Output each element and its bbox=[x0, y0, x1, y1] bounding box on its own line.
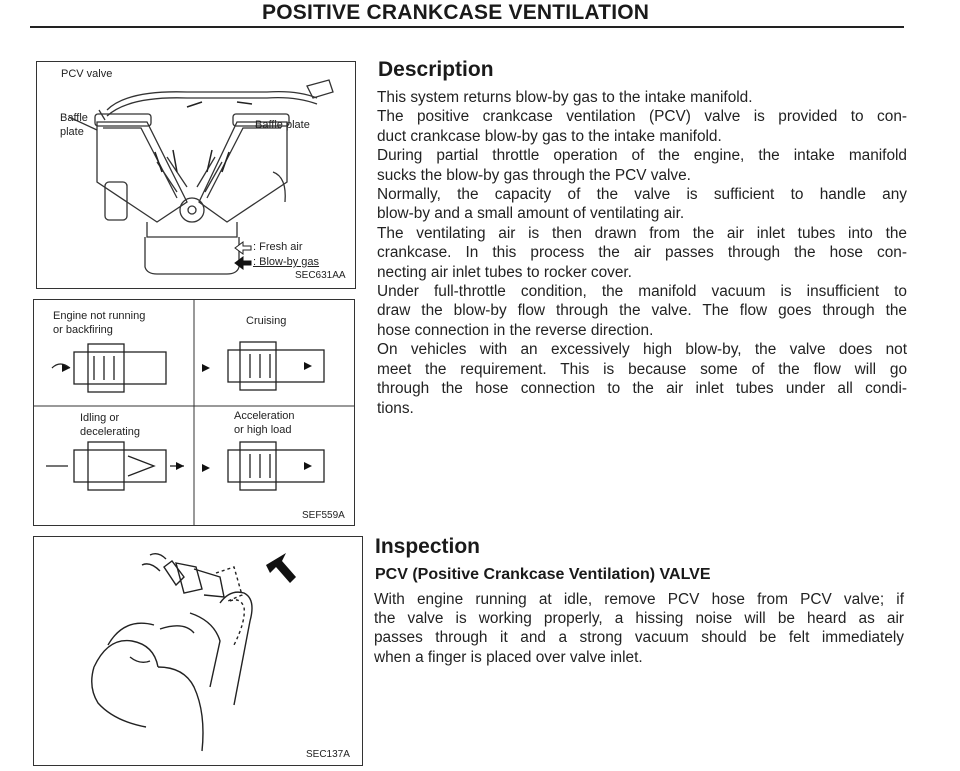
valve-states-drawing bbox=[34, 300, 354, 525]
inspection-subheading: PCV (Positive Crankcase Ventilation) VAL… bbox=[375, 566, 711, 583]
figure-code: SEF559A bbox=[302, 510, 345, 521]
hand-drawing bbox=[91, 552, 296, 752]
label-engine-not-running: Engine not running bbox=[53, 310, 146, 322]
label-pcv-valve: PCV valve bbox=[61, 68, 113, 80]
text-line: The positive crankcase ventilation (PCV)… bbox=[377, 108, 907, 126]
label-idling: Idling or bbox=[80, 412, 120, 424]
label-baffle-plate-right: Baffle plate bbox=[255, 119, 310, 131]
legend-fresh-air: : Fresh air bbox=[253, 241, 303, 253]
inspection-heading: Inspection bbox=[375, 535, 481, 558]
text-line: tions. bbox=[377, 399, 414, 417]
label-baffle-plate-left-2: plate bbox=[60, 126, 84, 138]
text-line: sucks the blow-by gas through the PCV va… bbox=[377, 166, 691, 184]
engine-figure: PCV valve Baffle plate Baffle plate : Fr… bbox=[36, 61, 356, 289]
text-line: The ventilating air is then drawn from t… bbox=[377, 224, 907, 242]
text-line: This system returns blow-by gas to the i… bbox=[377, 89, 753, 106]
label-idling-2: decelerating bbox=[80, 426, 140, 438]
pcv-valve-states-figure: Engine not running or backfiring Cruisin… bbox=[33, 299, 355, 526]
text-line: passes through it and a strong vacuum sh… bbox=[374, 629, 904, 647]
title-rule bbox=[30, 26, 904, 28]
label-cruising: Cruising bbox=[246, 315, 287, 327]
label-acceleration: Acceleration bbox=[234, 410, 295, 422]
inspection-figure: SEC137A bbox=[33, 536, 363, 766]
page-title: POSITIVE CRANKCASE VENTILATION bbox=[262, 1, 650, 24]
text-line: Under full-throttle condition, the manif… bbox=[377, 283, 907, 301]
text-line: when a finger is placed over valve inlet… bbox=[374, 648, 643, 666]
text-line: With engine running at idle, remove PCV … bbox=[374, 591, 904, 608]
figure-code: SEC137A bbox=[306, 749, 350, 760]
text-line: hose connection in the reverse direction… bbox=[377, 321, 654, 339]
text-line: meet the requirement. This is because so… bbox=[377, 360, 907, 378]
text-line: draw the blow-by flow through the valve.… bbox=[377, 302, 907, 320]
text-line: through the hose connection to the air i… bbox=[377, 380, 907, 398]
label-engine-not-running-2: or backfiring bbox=[53, 324, 113, 336]
label-baffle-plate-left: Baffle bbox=[60, 112, 88, 124]
text-line: Normally, the capacity of the valve is s… bbox=[377, 186, 907, 204]
text-line: During partial throttle operation of the… bbox=[377, 147, 907, 165]
legend-blow-by-gas: : Blow-by gas bbox=[253, 256, 320, 268]
inspection-text: With engine running at idle, remove PCV … bbox=[374, 590, 904, 667]
text-line: the valve is working properly, a hissing… bbox=[374, 610, 904, 628]
description-text: This system returns blow-by gas to the i… bbox=[377, 88, 907, 418]
description-heading: Description bbox=[378, 58, 494, 81]
text-line: On vehicles with an excessively high blo… bbox=[377, 341, 907, 359]
label-acceleration-2: or high load bbox=[234, 424, 292, 436]
engine-drawing bbox=[68, 79, 334, 275]
text-line: duct crankcase blow-by gas to the intake… bbox=[377, 127, 722, 145]
text-line: blow-by and a small amount of ventilatin… bbox=[377, 205, 685, 223]
text-line: crankcase. In this process the air passe… bbox=[377, 244, 907, 262]
figure-code: SEC631AA bbox=[295, 270, 346, 281]
text-line: necting air inlet tubes to rocker cover. bbox=[377, 263, 632, 281]
